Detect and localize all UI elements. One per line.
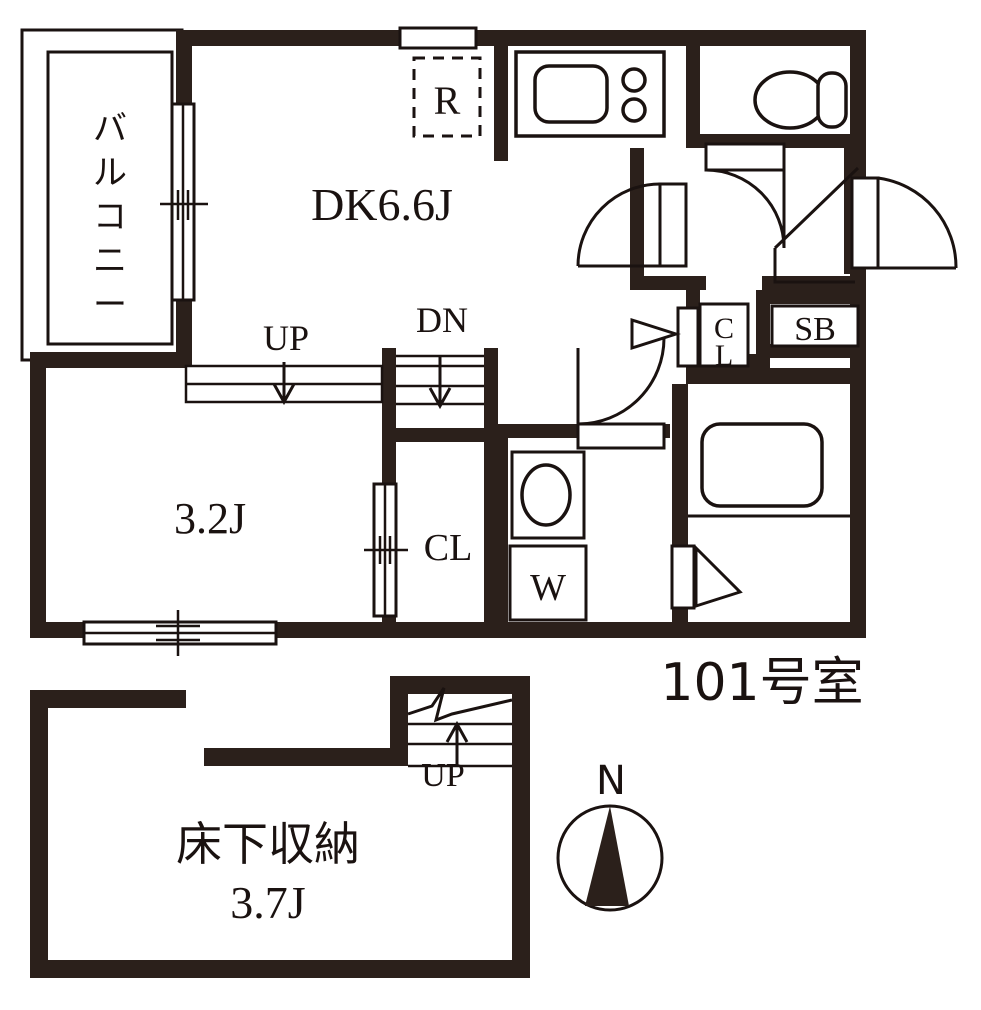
bathroom xyxy=(670,384,850,622)
wall-toilet-left xyxy=(686,30,700,148)
bedroom-closet-label: CL xyxy=(424,527,473,569)
wall-stair-right xyxy=(484,348,498,442)
stair-dn-arrow-head xyxy=(428,387,452,410)
window-dk-top xyxy=(398,26,478,50)
stair-dn-label: DN xyxy=(416,300,468,340)
shoe-box-label: SB xyxy=(794,311,836,348)
stair-run-storage: UP xyxy=(407,687,513,794)
entry-closet-label-c: C xyxy=(714,312,734,345)
understorage-interior xyxy=(48,694,512,960)
stair-run-dn: DN xyxy=(396,300,484,410)
shoe-box: SB xyxy=(770,304,860,348)
door-room-leaf xyxy=(576,422,666,450)
compass-needle-icon xyxy=(585,806,629,906)
balcony-label: バルコニー xyxy=(93,109,127,325)
wall-top xyxy=(176,30,866,46)
bathroom-door-leaf xyxy=(670,544,696,610)
understorage-plan: UP 床下収納 3.7J xyxy=(30,676,530,978)
entry-closet-outline xyxy=(698,302,750,368)
wall-hall-left-upper xyxy=(630,148,644,276)
door-dk-swing-arc xyxy=(576,182,661,267)
understorage-label: 床下収納 xyxy=(176,817,360,871)
toilet-tank-icon xyxy=(816,71,848,129)
bathroom-door-open-arrow-icon xyxy=(694,544,743,609)
kitchen-sink-icon xyxy=(533,64,609,124)
wall-bath-left-lower xyxy=(672,608,688,624)
refrigerator-icon xyxy=(412,56,482,138)
wall-bath-left-mid xyxy=(672,504,688,548)
window-room-bottom xyxy=(82,610,278,656)
door-dk xyxy=(576,182,688,268)
toilet-fixture xyxy=(753,70,848,130)
wall-hall-bottom-a xyxy=(630,276,706,290)
washing-machine-outline xyxy=(508,544,588,622)
stair-storage-arrow-head xyxy=(445,720,469,743)
door-entrance-swing-arc xyxy=(877,176,958,269)
washroom: W xyxy=(508,450,588,622)
wall-dk-kitchen xyxy=(494,46,508,161)
balcony-area xyxy=(20,28,184,362)
door-dk-leaf xyxy=(658,182,688,268)
kitchen-unit xyxy=(514,50,666,138)
balcony-inner-rail xyxy=(46,50,174,346)
sliding-door-balcony xyxy=(160,102,208,302)
compass-north-label: N xyxy=(596,758,626,804)
refrigerator-space: R xyxy=(412,56,482,138)
wall-bath-left-upper xyxy=(672,384,688,504)
stair-storage-break-symbol xyxy=(407,687,513,723)
entry-closet: C L xyxy=(630,302,750,372)
door-entrance xyxy=(850,176,958,270)
door-toilet-leaf xyxy=(704,142,786,172)
wall-balcony-bottom xyxy=(30,352,192,368)
unit-number-label: 101号室 xyxy=(660,653,863,713)
entry-closet-label-l: L xyxy=(715,339,733,372)
room-32-label: 3.2J xyxy=(174,494,246,543)
understorage-area-label: 3.7J xyxy=(230,877,305,928)
wall-left-lower xyxy=(30,352,46,638)
washbasin-icon xyxy=(520,463,572,527)
door-hall-fold-diagonal xyxy=(773,166,860,250)
wall-cl-right xyxy=(756,290,770,368)
entry-closet-open-arrow-icon xyxy=(630,317,681,351)
bedroom-closet: CL xyxy=(364,482,473,618)
stair-storage-label: UP xyxy=(421,757,464,794)
shoe-box-outline xyxy=(770,304,860,348)
door-room xyxy=(576,337,666,450)
door-toilet-swing-arc xyxy=(705,168,786,249)
wall-stair-bottom xyxy=(382,428,498,442)
stair-up-label: UP xyxy=(263,318,309,358)
wall-bath-top xyxy=(686,368,866,384)
wall-stair-left xyxy=(382,348,396,442)
door-room-swing-arc xyxy=(577,337,666,426)
bathtub-icon xyxy=(700,422,824,508)
main-unit-plan: R xyxy=(20,26,958,713)
refrigerator-label: R xyxy=(434,78,461,123)
window-dk-top-frame xyxy=(398,26,478,50)
compass-rose: N xyxy=(556,758,664,912)
dk-label: DK6.6J xyxy=(311,179,453,230)
stair-run-up: UP xyxy=(184,318,384,406)
stair-up-arrow-head xyxy=(272,383,296,406)
entry-closet-door-leaf xyxy=(676,306,700,368)
door-toilet xyxy=(704,142,786,249)
wall-cl2-right xyxy=(484,442,498,624)
door-hall-fold xyxy=(773,166,860,284)
wall-toilet-bottom-left xyxy=(686,134,700,148)
stove-burner-icon-2 xyxy=(621,97,647,123)
door-entrance-leaf xyxy=(850,176,880,270)
washing-machine-label: W xyxy=(530,567,566,609)
wall-sb-top xyxy=(770,290,866,304)
stove-burner-icon-1 xyxy=(621,67,647,93)
toilet-bowl-icon xyxy=(753,70,827,130)
